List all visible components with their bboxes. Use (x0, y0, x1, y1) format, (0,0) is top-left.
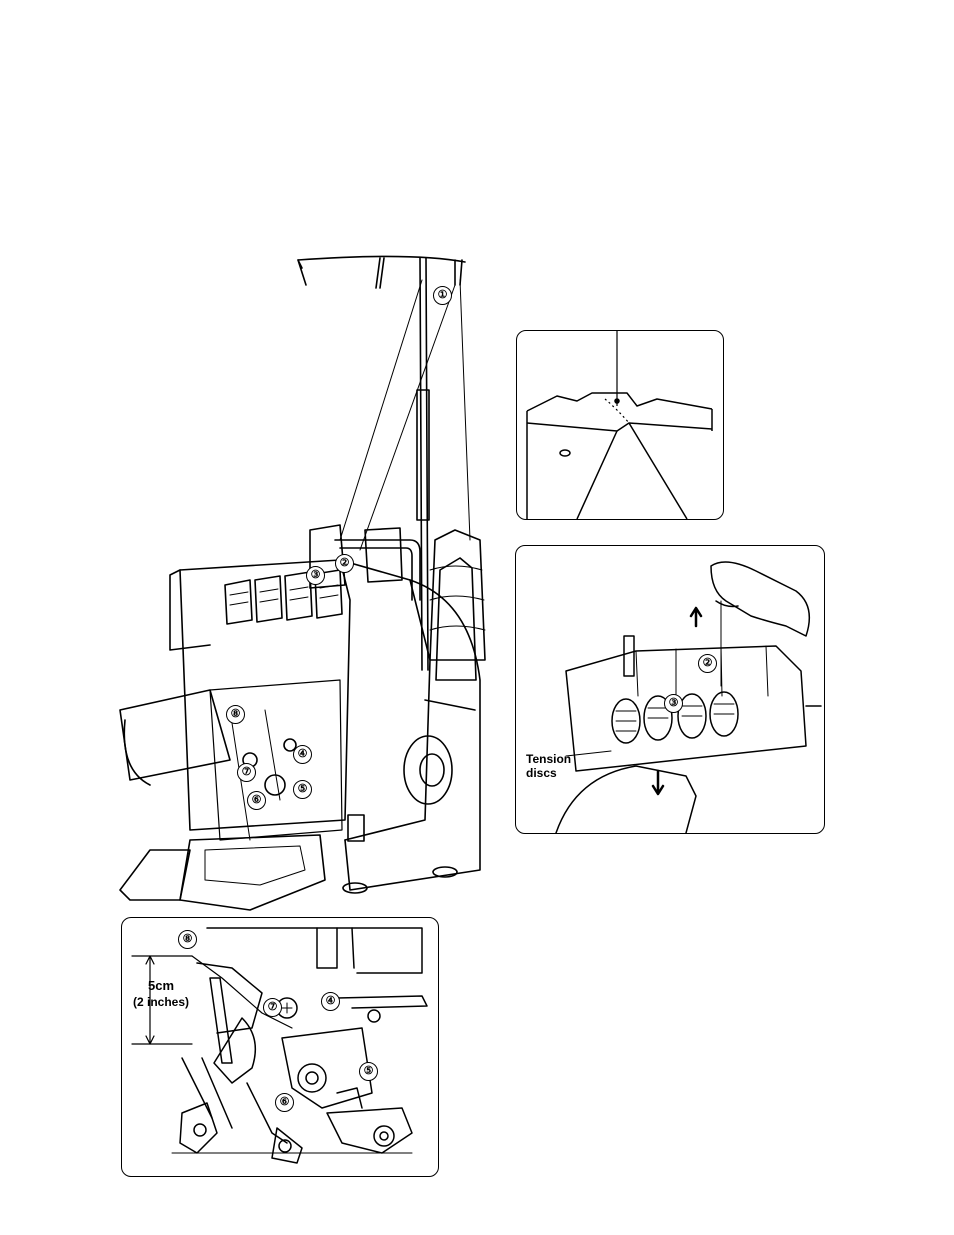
dimension-metric: 5cm (126, 978, 196, 994)
looper-callout-4: ④ (321, 992, 340, 1011)
callout-1: ① (433, 286, 452, 305)
callout-8: ⑧ (226, 705, 245, 724)
tension-discs-panel: ② ③ Tension discs (515, 545, 825, 834)
looper-callout-6: ⑥ (275, 1093, 294, 1112)
looper-threading-drawing (122, 918, 438, 1176)
looper-callout-7: ⑦ (263, 998, 282, 1017)
looper-callout-5: ⑤ (359, 1062, 378, 1081)
tension-discs-drawing (516, 546, 824, 833)
tension-discs-label: Tension discs (526, 752, 571, 780)
looper-threading-panel: ⑧ ⑦ ④ ⑤ ⑥ 5cm (2 inches) (121, 917, 439, 1177)
callout-5: ⑤ (293, 780, 312, 799)
tension-callout-3: ③ (664, 694, 683, 713)
callout-4: ④ (293, 745, 312, 764)
looper-callout-8: ⑧ (178, 930, 197, 949)
callout-6: ⑥ (247, 791, 266, 810)
tension-callout-2: ② (698, 654, 717, 673)
tension-discs-label-line2: discs (526, 766, 571, 780)
callout-7: ⑦ (237, 763, 256, 782)
dimension-imperial: (2 inches) (126, 994, 196, 1010)
callout-3: ③ (306, 566, 325, 585)
callout-2: ② (335, 554, 354, 573)
tension-discs-label-line1: Tension (526, 752, 571, 766)
thread-guide-closeup-panel (516, 330, 724, 520)
serger-main-illustration: ① ② ③ ④ ⑤ ⑥ ⑦ ⑧ (110, 240, 510, 920)
guide-closeup-drawing (517, 331, 723, 519)
dimension-label: 5cm (2 inches) (126, 978, 196, 1010)
